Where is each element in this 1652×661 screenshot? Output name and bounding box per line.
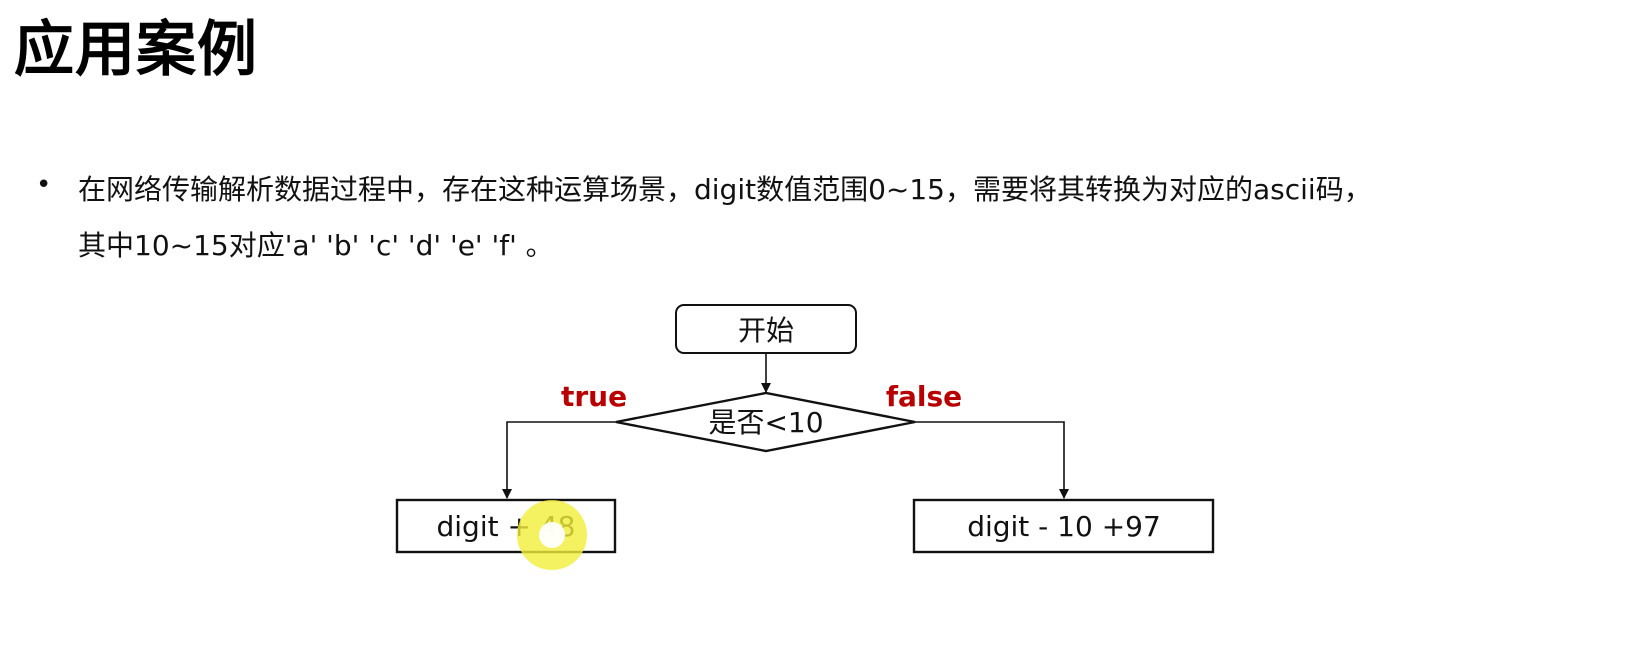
bullet-dot-icon: •: [36, 170, 52, 200]
bullet-line-2: 其中10~15对应'a' 'b' 'c' 'd' 'e' 'f' 。: [78, 229, 554, 262]
cursor-highlight-icon: [517, 500, 587, 570]
false-branch-arrow: [915, 421, 1069, 499]
true-branch-arrow: [502, 421, 616, 499]
decision-node-label: 是否<10: [708, 406, 823, 439]
start-node-label: 开始: [738, 314, 794, 347]
false-result-label: digit - 10 +97: [967, 510, 1161, 543]
true-branch-label: true: [561, 380, 627, 413]
bullet-line-1: 在网络传输解析数据过程中，存在这种运算场景，digit数值范围0~15，需要将其…: [78, 173, 1372, 206]
false-branch-label: false: [886, 380, 962, 413]
bullet-text: 在网络传输解析数据过程中，存在这种运算场景，digit数值范围0~15，需要将其…: [78, 162, 1372, 274]
page-title: 应用案例: [14, 15, 258, 85]
false-result-node: [912, 498, 1215, 554]
